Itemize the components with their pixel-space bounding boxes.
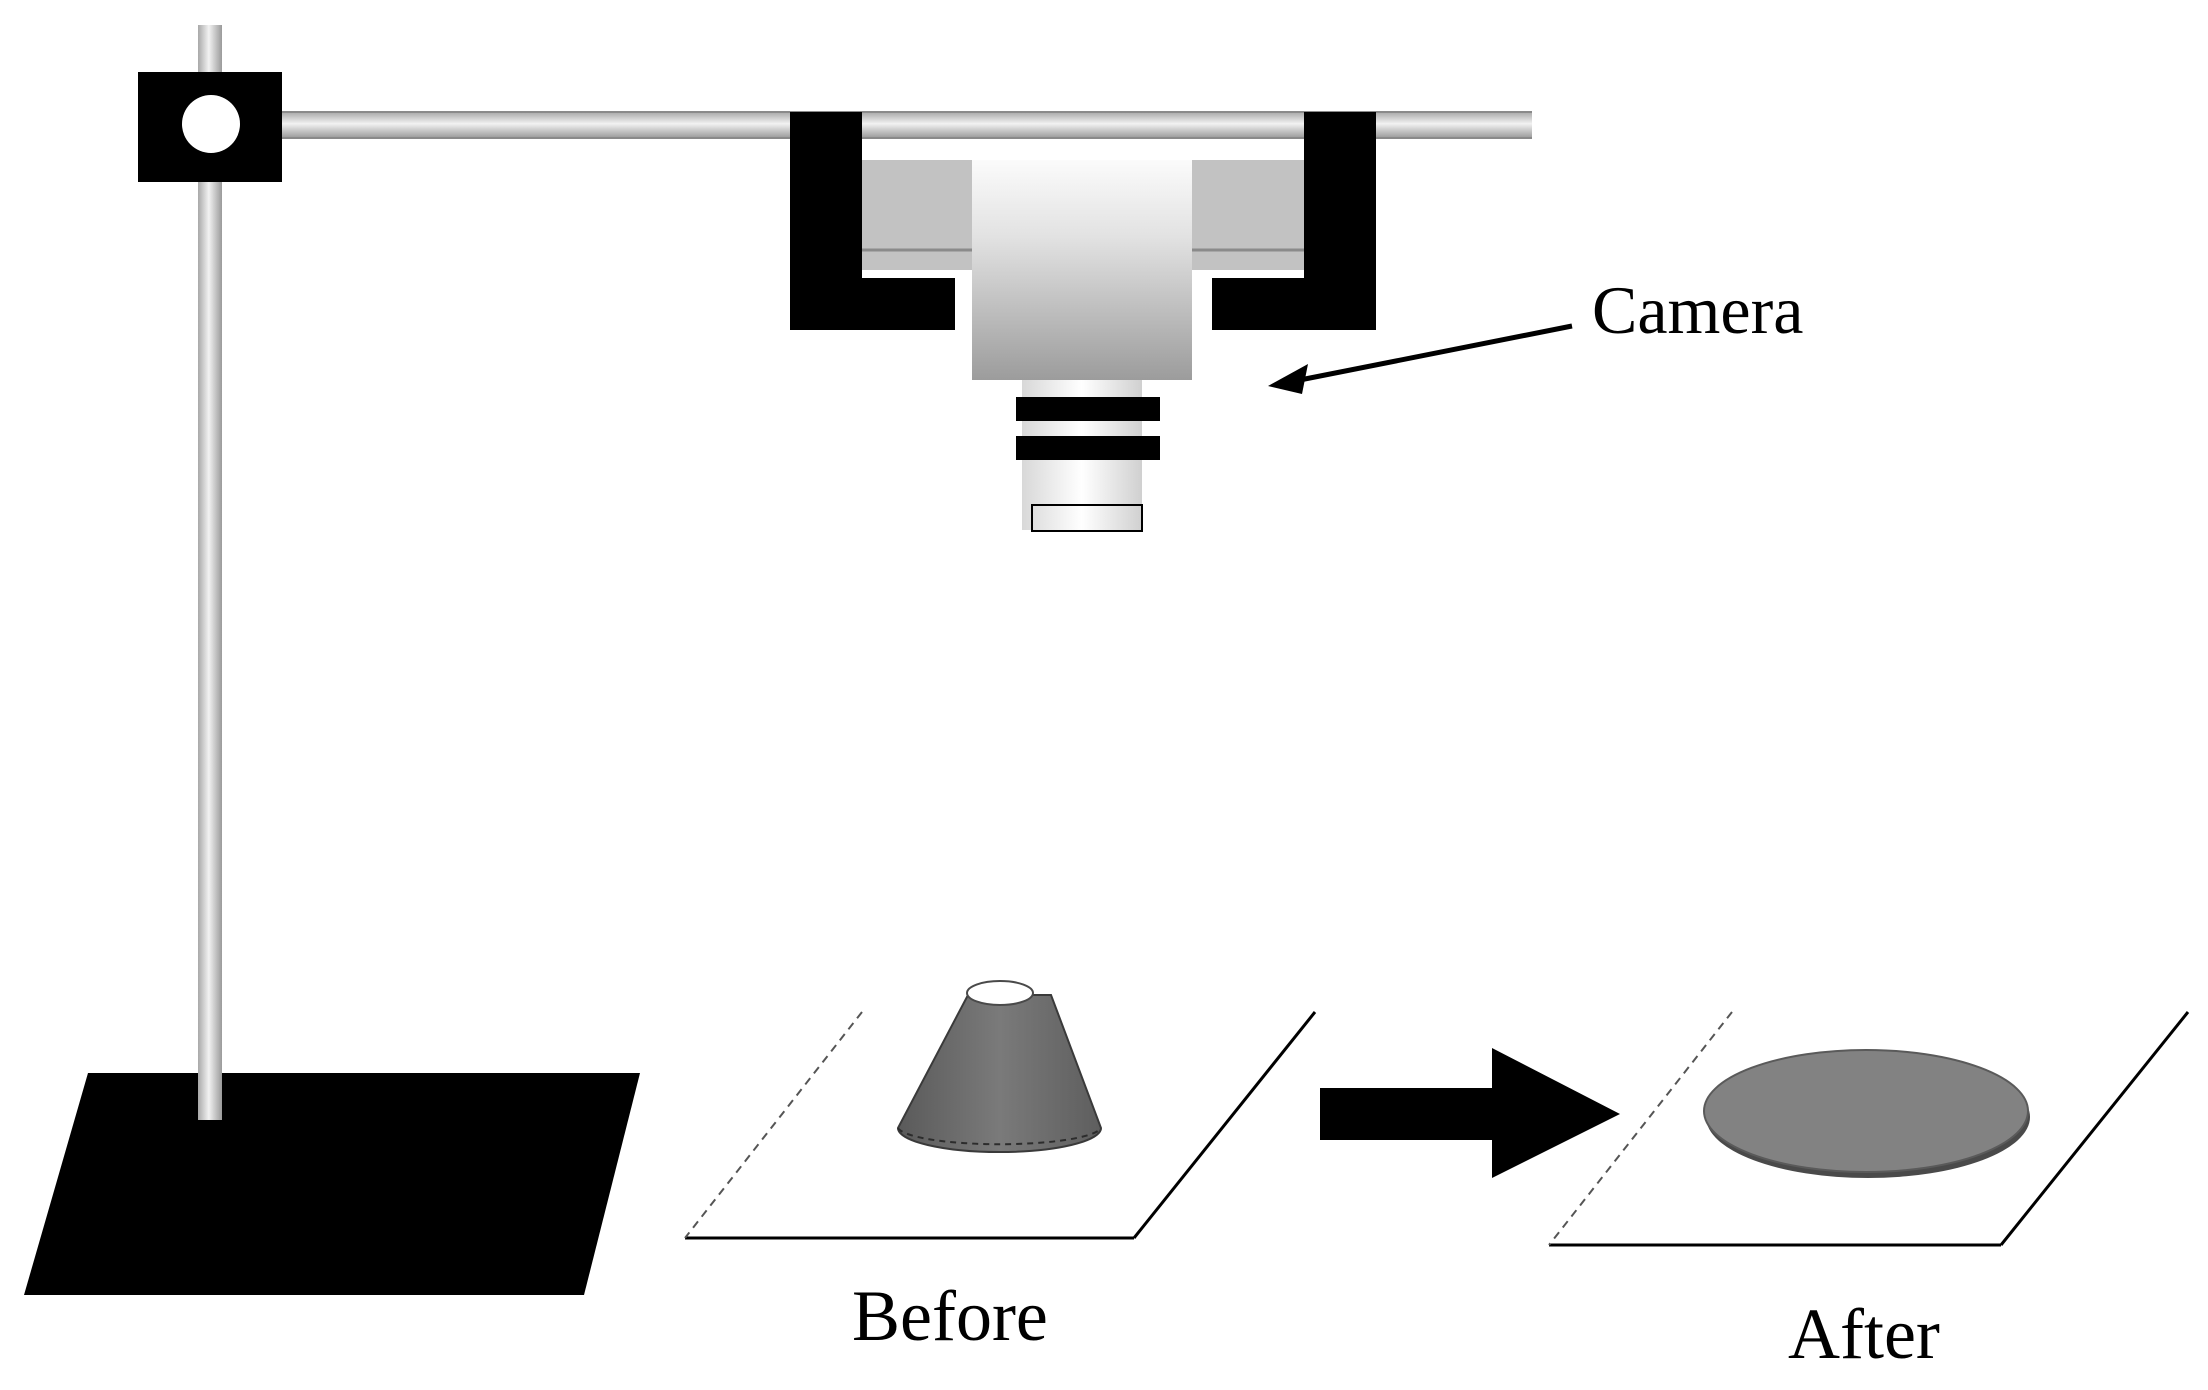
camera-lens xyxy=(1016,380,1160,532)
camera-bracket-left xyxy=(790,112,955,330)
before-label: Before xyxy=(852,1276,1048,1356)
stand-pole xyxy=(198,25,222,1120)
sample-cone xyxy=(896,980,1103,1154)
camera-body xyxy=(972,160,1192,380)
sample-spread-disc xyxy=(1703,1049,2030,1178)
camera-pointer-arrow xyxy=(1268,323,1573,394)
camera-label: Camera xyxy=(1592,272,1803,348)
pole-clamp xyxy=(138,72,282,182)
camera-bracket-right xyxy=(1212,112,1376,330)
after-label: After xyxy=(1788,1294,1940,1374)
before-after-arrow xyxy=(1320,1048,1620,1178)
stand-base xyxy=(24,1073,640,1295)
